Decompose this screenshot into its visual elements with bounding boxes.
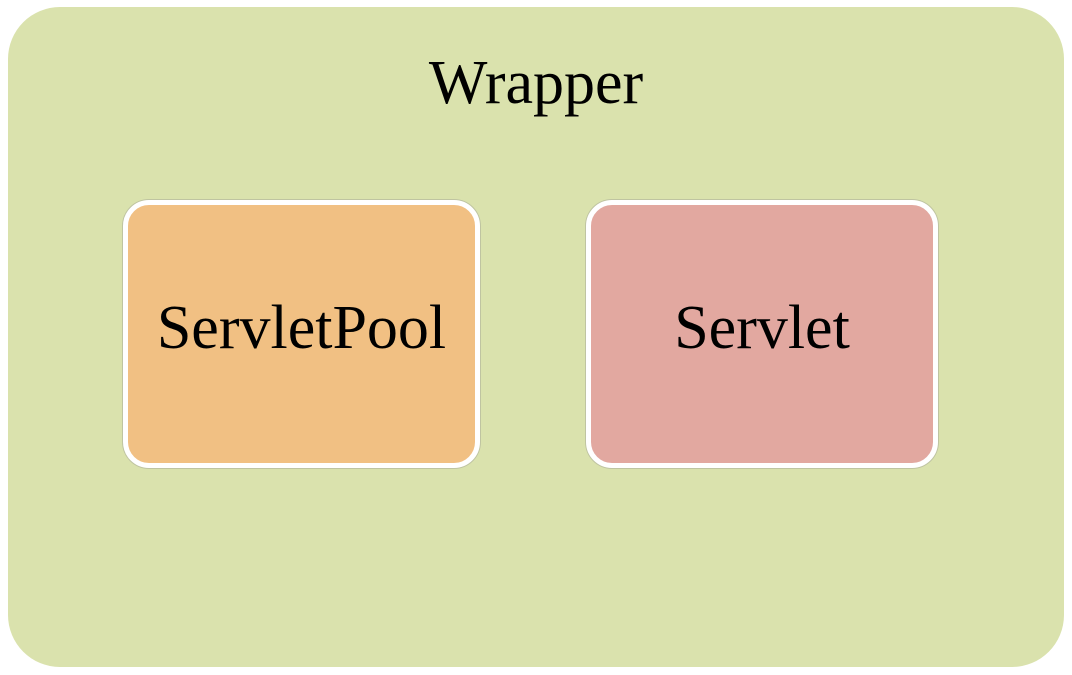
node-servlet-pool: ServletPool [123,200,480,468]
node-servlet: Servlet [586,200,938,468]
wrapper-container-shape: Wrapper ServletPool Servlet [8,7,1064,667]
wrapper-title-label: Wrapper [428,49,644,117]
node-servlet-label: Servlet [674,294,850,362]
node-servlet-pool-label: ServletPool [156,294,447,362]
